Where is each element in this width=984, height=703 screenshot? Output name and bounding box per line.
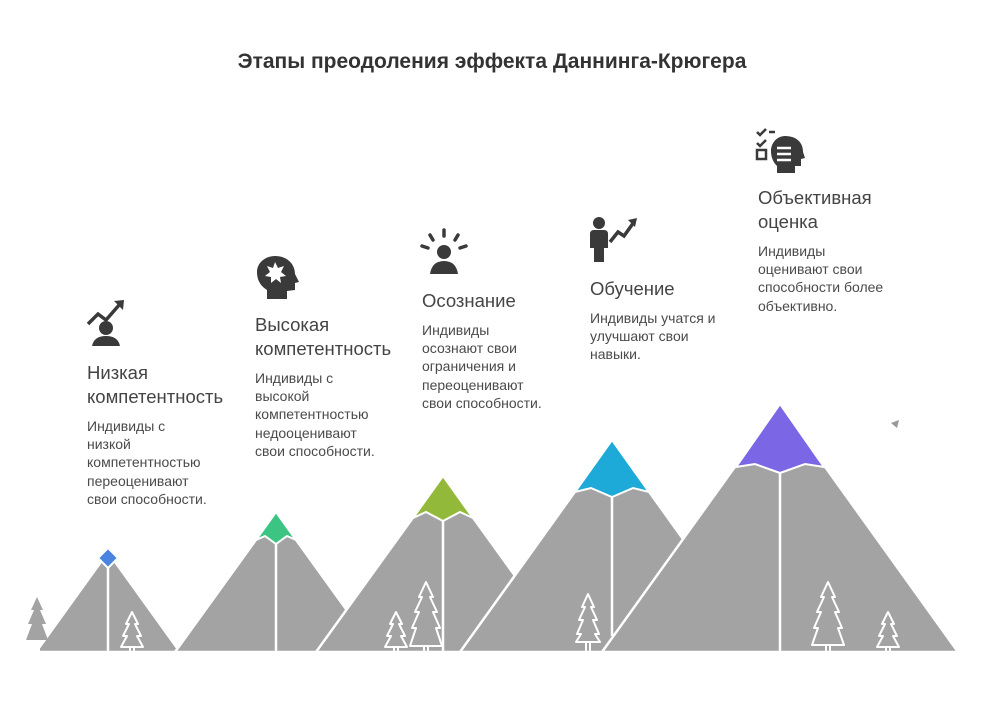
stage-title: Объективная оценка (758, 186, 883, 234)
desc-line: Индивиды с (87, 418, 166, 434)
stage-objective-assessment: Объективная оценка Индивиды оценивают свои… (758, 186, 883, 315)
desc-line: оценивают свои (758, 261, 863, 278)
desc-line: компетентностью (87, 454, 201, 471)
desc-line: Индивиды учатся и (590, 310, 716, 326)
head-burst-icon (257, 256, 299, 299)
desc-line: Индивиды с (255, 370, 334, 386)
desc-line: низкой (87, 436, 131, 453)
desc-line: свои способности. (87, 490, 207, 507)
peak-cap-3 (409, 474, 477, 523)
desc-line: высокой (255, 388, 310, 405)
desc-line: осознают свои (422, 340, 517, 357)
small-triangle-mark (891, 420, 899, 428)
desc-line: переоценивают (87, 472, 189, 489)
title-line: компетентность (87, 386, 224, 407)
desc-line: улучшают свои (590, 328, 689, 345)
desc-line: недооценивают (255, 424, 357, 441)
desc-line: свои способности. (255, 442, 375, 459)
stage-title: Осознание (422, 289, 542, 313)
desc-line: переоценивают (422, 376, 524, 393)
stage-title: Обучение (590, 277, 715, 301)
person-radiating-icon (420, 228, 468, 274)
title-line: Низкая (87, 362, 148, 383)
person-rising-chart-icon (86, 300, 124, 346)
desc-line: компетентностью (255, 406, 369, 423)
desc-line: навыки. (590, 346, 641, 363)
peak-cap-2 (253, 510, 299, 546)
stage-title: Низкая компетентность (87, 361, 223, 409)
stage-title: Высокая компетентность (255, 313, 391, 361)
tree-icon (575, 593, 601, 652)
desc-line: Индивиды (422, 322, 490, 338)
desc-line: способности более (758, 279, 884, 296)
tree-icon (384, 611, 408, 652)
title-line: Объективная (758, 187, 872, 208)
title-line: Обучение (590, 278, 675, 299)
desc-line: объективно. (758, 297, 838, 314)
desc-line: свои способности. (422, 394, 542, 411)
tree-icon (811, 581, 845, 652)
tree-icon (26, 597, 48, 652)
title-line: оценка (758, 211, 818, 232)
title-line: компетентность (255, 338, 392, 359)
desc-line: Индивиды (758, 243, 826, 259)
title-line: Высокая (255, 314, 330, 335)
tree-icon (409, 581, 443, 652)
head-checklist-icon (755, 128, 805, 173)
tree-icon (876, 611, 900, 652)
peak-cap-1 (96, 546, 120, 570)
title-line: Осознание (422, 290, 516, 311)
tree-icon (120, 611, 144, 652)
person-growth-arrow-icon (590, 217, 637, 262)
peak-cap-4 (572, 438, 652, 499)
peak-cap-5 (733, 402, 827, 475)
desc-line: ограничения и (422, 358, 516, 375)
diagram-title: Этапы преодоления эффекта Даннинга-Крюге… (237, 50, 747, 73)
